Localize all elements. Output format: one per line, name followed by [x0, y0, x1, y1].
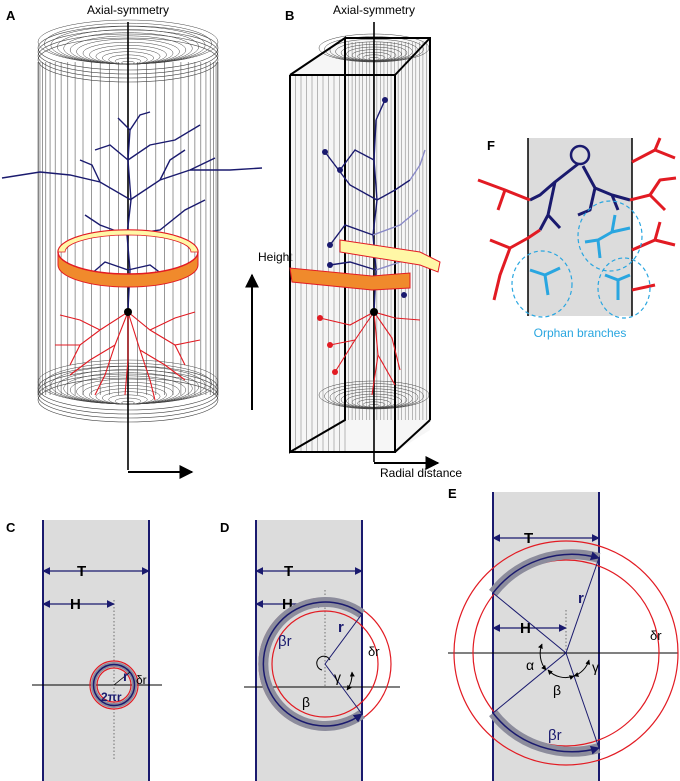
- radial-distance-label: Radial distance: [380, 466, 462, 480]
- panel-label-d: D: [220, 520, 229, 535]
- symbol-beta-r-e: βr: [548, 727, 562, 744]
- symbol-r-c: r: [123, 668, 129, 684]
- soma-f: [569, 144, 591, 166]
- ring-e: [453, 540, 679, 766]
- panel-label-e: E: [448, 486, 457, 501]
- symbol-beta-e: β: [553, 682, 561, 698]
- symbol-2pi-r: 2πr: [101, 690, 122, 704]
- orphan-branch-circles: [511, 200, 651, 319]
- apical-dendrites-a: [1, 111, 263, 311]
- panel-e: E T H r δr α β γ βr: [448, 486, 679, 781]
- panel-a: A Axial-symmetry: [1, 3, 263, 479]
- symbol-delta-r-e: δr: [650, 628, 662, 643]
- panel-label-b: B: [285, 8, 294, 23]
- symbol-beta-r-d: βr: [278, 633, 292, 650]
- orphan-branches-label: Orphan branches: [534, 326, 627, 340]
- dim-T-e: T: [524, 530, 533, 547]
- ring-c: [89, 660, 139, 710]
- panel-b: B Axial-symmetry: [285, 3, 462, 480]
- axial-symmetry-label-a: Axial-symmetry: [87, 3, 169, 17]
- symbol-delta-r-c: δr: [136, 673, 147, 687]
- symbol-r-d: r: [338, 619, 344, 636]
- panel-label-a: A: [6, 8, 16, 23]
- symbol-r-e: r: [578, 590, 584, 607]
- axial-symmetry-label-b: Axial-symmetry: [333, 3, 415, 17]
- soma-a: [124, 308, 132, 316]
- dim-T-c: T: [77, 563, 86, 580]
- panel-c: C T H r δr 2πr: [6, 520, 162, 781]
- symbol-alpha: α: [526, 657, 534, 673]
- height-label: Height: [258, 250, 293, 264]
- dim-H-c: H: [70, 596, 81, 613]
- panel-label-c: C: [6, 520, 16, 535]
- symbol-delta-r-d: δr: [368, 644, 380, 659]
- symbol-gamma-d: γ: [334, 669, 341, 685]
- ring-a: [57, 229, 199, 288]
- height-indicator: Height: [245, 250, 293, 410]
- basal-dendrites-a: [55, 311, 201, 401]
- dim-T-d: T: [284, 563, 293, 580]
- ring-b: [289, 239, 441, 291]
- symbol-gamma-e: γ: [592, 659, 599, 675]
- panel-f: F: [477, 137, 677, 340]
- ring-d: [258, 597, 392, 731]
- dim-H-d: H: [282, 596, 293, 613]
- dim-H-e: H: [520, 620, 531, 637]
- panel-label-f: F: [487, 138, 495, 153]
- panel-d: D T H r δr βr β γ: [220, 520, 400, 781]
- neuron-f: [477, 137, 677, 301]
- neuron-a: [1, 111, 263, 401]
- symbol-beta-d: β: [302, 694, 310, 710]
